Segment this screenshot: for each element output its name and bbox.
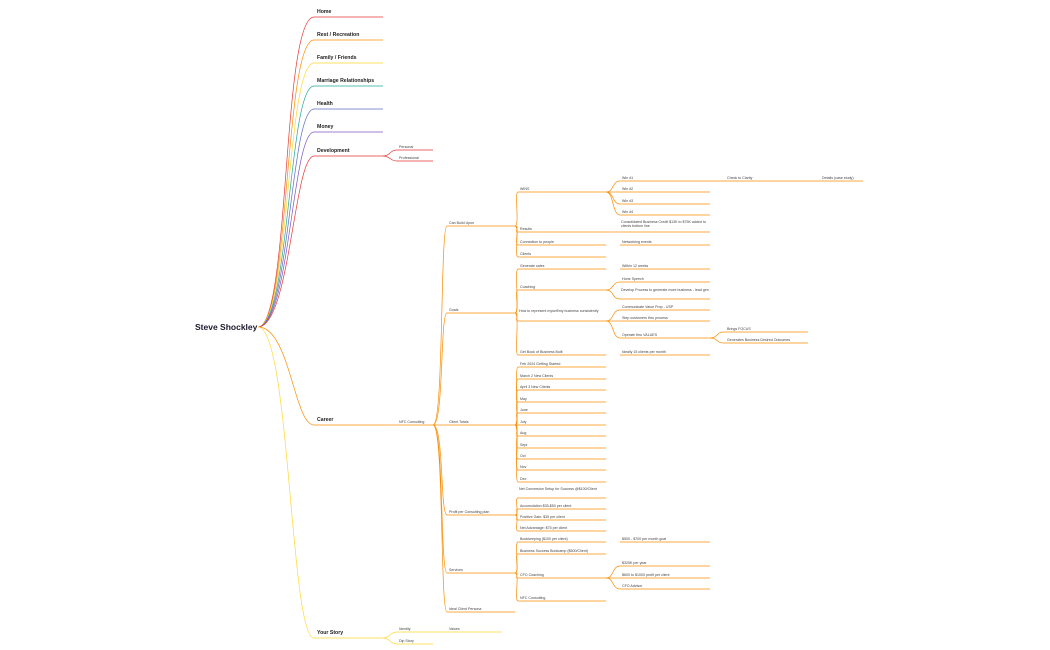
node-goals[interactable]: Goals	[449, 308, 459, 312]
client-total-item[interactable]: May	[520, 397, 527, 401]
root-node-label[interactable]: Steve Shockley	[195, 322, 258, 332]
career-connectors	[382, 225, 515, 613]
cfo-advisor[interactable]: CFO Advisor	[622, 584, 643, 588]
win-2[interactable]: Win #2	[622, 187, 633, 191]
represent-values[interactable]: Operate thru VALUES	[622, 333, 658, 337]
story-children	[382, 631, 502, 645]
connection-networking[interactable]: Networking events	[622, 240, 652, 244]
profit-net-conversion-wrap: Net Conversion Setup for Success @$100/C…	[519, 486, 597, 491]
branch-family-friends[interactable]: Family / Friends	[317, 55, 357, 61]
client-totals-connectors	[514, 366, 606, 483]
goal-generate-sales[interactable]: Generate sales	[520, 264, 545, 268]
profit-positive-gain[interactable]: Positive Gain: $35 per client	[520, 515, 565, 519]
win1-check-to-clarity[interactable]: Check to Clarity	[727, 176, 753, 180]
win1-details[interactable]: Details (case study)	[822, 176, 854, 180]
represent-step-customers[interactable]: Step customers thru process	[622, 316, 668, 320]
goal-within-12-weeks[interactable]: Within 12 weeks	[622, 264, 648, 268]
node-clients[interactable]: Clients	[520, 252, 531, 256]
win-3[interactable]: Win #3	[622, 199, 633, 203]
node-ideal-client-persona[interactable]: Ideal Client Persona	[449, 607, 481, 611]
branch-home[interactable]: Home	[317, 9, 332, 15]
coaching-develop-process[interactable]: Develop Process to generate more busines…	[621, 287, 709, 292]
cfo-profit-per-client[interactable]: $600 to $1000 profit per client	[622, 573, 670, 577]
services-connectors	[514, 541, 710, 602]
goal-represent-wrap: How to represent myself/my business cons…	[519, 309, 599, 313]
client-total-item[interactable]: Aug	[520, 431, 526, 435]
story-identity[interactable]: Identity	[399, 627, 411, 631]
client-total-item[interactable]: Dec	[520, 477, 527, 481]
represent-usp[interactable]: Communicate Value Prop - USP	[622, 305, 674, 309]
development-personal[interactable]: Personal	[399, 145, 413, 149]
node-can-build-upon[interactable]: Can Build Upon	[449, 221, 474, 225]
values-brings-focus[interactable]: Brings FOCUS	[727, 327, 751, 331]
branch-marriage-relationships[interactable]: Marriage Relationships	[317, 78, 374, 84]
values-desired-outcomes[interactable]: Generates Business Desired Outcomes	[727, 338, 790, 342]
node-results[interactable]: Results	[520, 227, 532, 231]
branch-career[interactable]: Career	[317, 417, 333, 423]
goals-connectors	[514, 268, 808, 356]
development-children	[382, 149, 433, 162]
can-build-upon-connectors	[514, 180, 863, 258]
service-cfo-coaching[interactable]: CFO Coaching	[520, 573, 544, 577]
level1-underlines	[314, 16, 383, 639]
cfo-325k[interactable]: $325K per year	[622, 561, 647, 565]
branch-health[interactable]: Health	[317, 101, 333, 107]
profit-accumulation[interactable]: Accumulation $35-$50 per client	[520, 504, 571, 508]
coaching-develop-process-wrap: Develop Process to generate more busines…	[621, 287, 709, 292]
profit-net-advantage[interactable]: Net Advantage: $75 per client	[520, 526, 567, 530]
win-1[interactable]: Win #1	[622, 176, 633, 180]
client-total-item[interactable]: Nov	[520, 465, 527, 469]
results-detail[interactable]: Consolidated Business Credit $13K to $75…	[621, 219, 706, 228]
story-dip-story[interactable]: Dip Story	[399, 639, 414, 643]
book-15-clients[interactable]: Ideally 15 clients per month	[622, 350, 666, 354]
node-connection-to-people[interactable]: Connection to people	[520, 240, 554, 244]
branch-rest-recreation[interactable]: Rest / Recreation	[317, 32, 359, 38]
node-wins[interactable]: WINS	[520, 187, 530, 191]
win-4[interactable]: Win #4	[622, 210, 633, 214]
bookkeeping-goal[interactable]: $500 - $700 per month goal	[622, 537, 666, 541]
service-bootcamp[interactable]: Business Success Bootcamp ($500/Client)	[520, 549, 588, 553]
development-professional[interactable]: Professional	[399, 156, 419, 160]
client-total-item[interactable]: Sept	[520, 443, 527, 447]
identity-values[interactable]: Values	[449, 627, 460, 631]
coaching-hone-speech[interactable]: Hone Speech	[622, 277, 644, 281]
results-detail-wrap: Consolidated Business Credit $13K to $75…	[621, 219, 706, 228]
node-profit-per-plan[interactable]: Profit per Consulting plan	[449, 510, 489, 514]
career-nfc-consulting[interactable]: NFC Consulting	[399, 420, 424, 424]
client-total-item[interactable]: Oct	[520, 454, 526, 458]
service-nfc-consulting[interactable]: NFC Consulting	[520, 596, 545, 600]
branch-development[interactable]: Development	[317, 148, 350, 154]
service-bookkeeping[interactable]: Bookkeeping ($100 per client)	[520, 537, 568, 541]
branch-your-story[interactable]: Your Story	[317, 630, 343, 636]
branch-money[interactable]: Money	[317, 124, 334, 130]
profit-net-conversion[interactable]: Net Conversion Setup for Success @$100/C…	[519, 486, 597, 491]
client-total-item[interactable]: Feb 2024 Getting Started	[520, 362, 560, 366]
level1-connectors	[257, 16, 315, 639]
client-total-item[interactable]: April 3 New Clients	[520, 385, 551, 389]
profit-connectors	[514, 497, 606, 532]
client-total-item[interactable]: March 2 New Clients	[520, 374, 553, 378]
node-client-totals[interactable]: Client Totals	[449, 420, 469, 424]
goal-coaching[interactable]: Coaching	[520, 285, 535, 289]
goal-book-of-business[interactable]: Get Book of Business Built	[520, 350, 563, 354]
node-services[interactable]: Services	[449, 568, 463, 572]
client-total-item[interactable]: June	[520, 408, 528, 412]
goal-represent[interactable]: How to represent myself/my business cons…	[519, 309, 599, 313]
client-total-item[interactable]: July	[520, 420, 527, 424]
